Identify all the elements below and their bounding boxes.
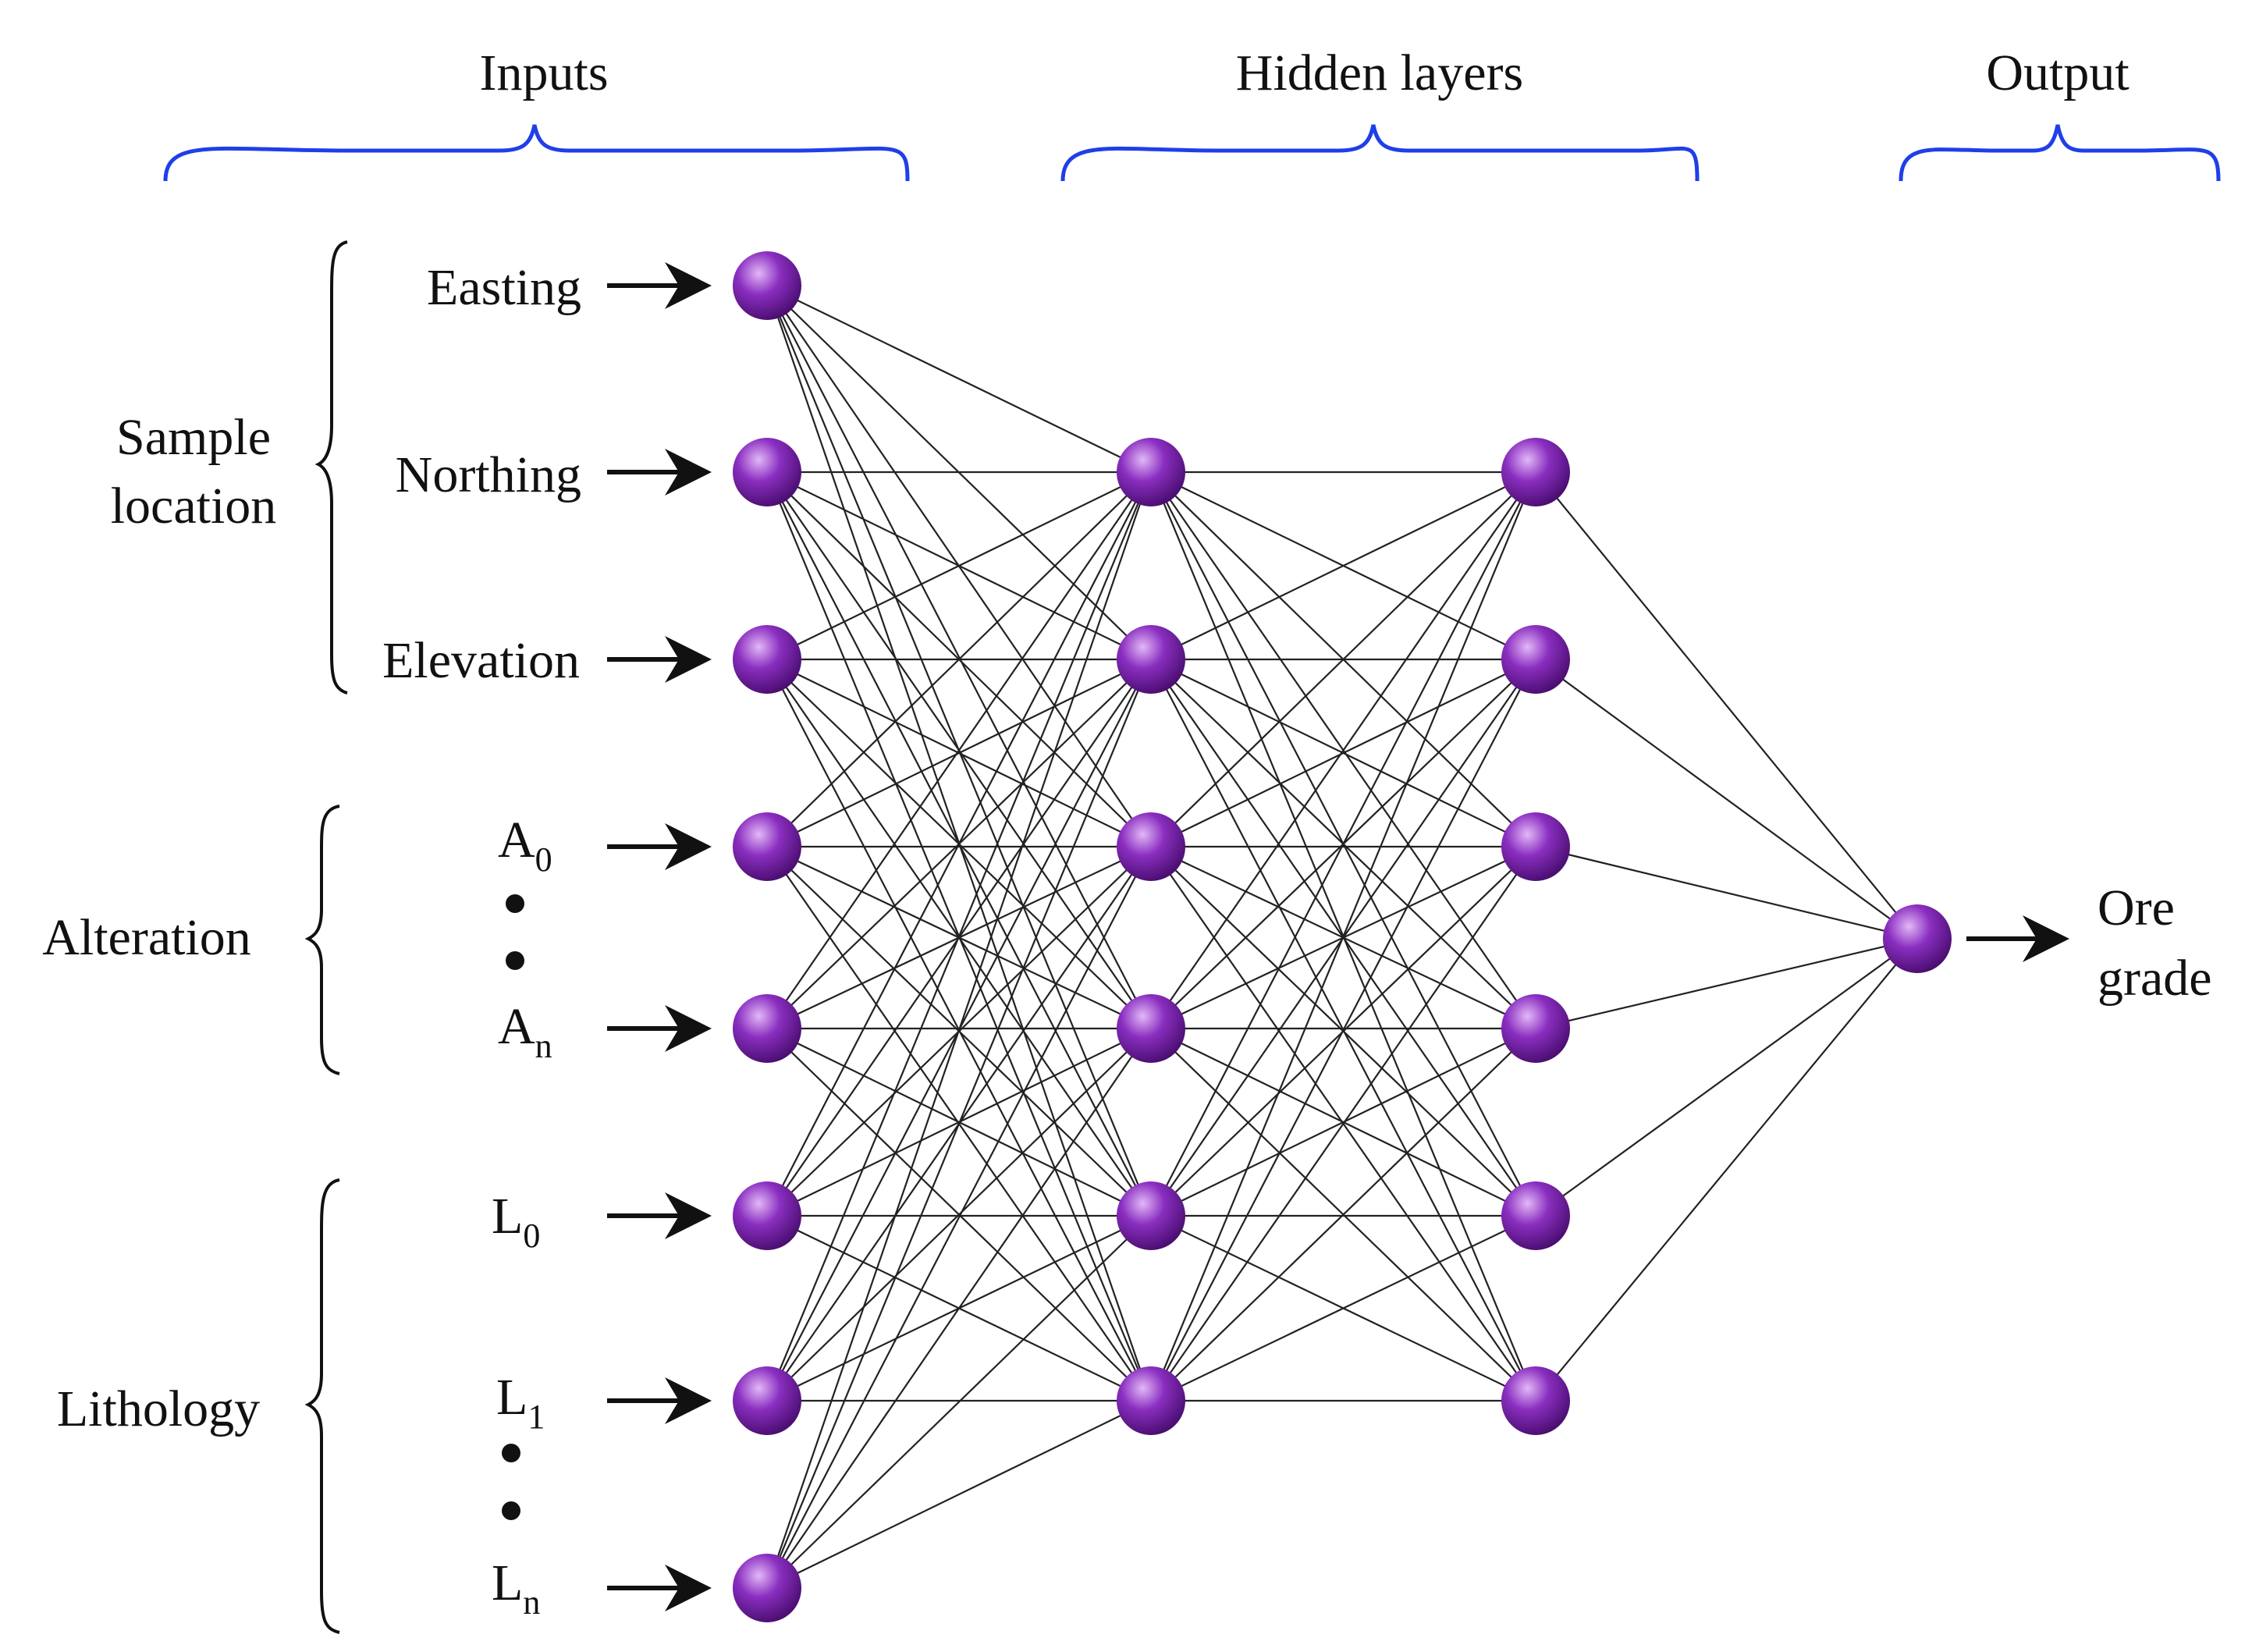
hidden2-node-2 — [1501, 812, 1570, 881]
edge-l0-n3-to-n1 — [766, 659, 1152, 847]
output-brace — [1899, 124, 2221, 182]
edge-l2-n2-to-n0 — [1535, 845, 1918, 940]
lithology-dot-1 — [502, 1444, 520, 1462]
inputs-header: Inputs — [480, 44, 609, 101]
alteration-dot-1 — [506, 894, 524, 913]
edge-l0-n7-to-n1 — [765, 659, 1153, 1589]
hidden2-node-1 — [1501, 625, 1570, 694]
sample-label-line1: Sample — [116, 409, 271, 466]
hidden1-node-3 — [1117, 994, 1185, 1063]
hidden-brace — [1060, 124, 1700, 182]
hidden1-node-2 — [1117, 812, 1185, 881]
network-nodes — [733, 251, 1952, 1622]
edge-l2-n3-to-n0 — [1535, 937, 1918, 1030]
sample-label-line2: location — [111, 478, 277, 535]
input-node-5 — [733, 1181, 801, 1250]
ellipsis-dots — [502, 894, 524, 1520]
output-node-0 — [1883, 904, 1952, 973]
group-braces — [304, 240, 348, 1634]
input-label-an: An — [498, 998, 552, 1065]
input-label-northing: Northing — [396, 446, 581, 503]
hidden1-node-1 — [1117, 625, 1185, 694]
edge-l2-n5-to-n0 — [1535, 938, 1918, 1402]
hidden1-node-5 — [1117, 1366, 1185, 1435]
edge-l2-n1-to-n0 — [1535, 659, 1918, 940]
output-label-line1: Ore — [2097, 879, 2175, 936]
input-arrows — [607, 262, 712, 1611]
input-node-7 — [733, 1554, 801, 1622]
inputs-brace — [163, 124, 910, 182]
input-node-6 — [733, 1366, 801, 1435]
hidden2-node-3 — [1501, 994, 1570, 1063]
alteration-label: Alteration — [42, 909, 251, 966]
input-node-4 — [733, 994, 801, 1063]
edge-l1-n2-to-n1 — [1150, 659, 1536, 847]
network-edges — [765, 285, 1918, 1589]
input-node-3 — [733, 812, 801, 881]
lithology-label: Lithology — [57, 1380, 260, 1437]
edge-l1-n5-to-n3 — [1150, 1028, 1536, 1402]
hidden1-node-0 — [1117, 438, 1185, 506]
edge-l0-n3-to-n0 — [766, 471, 1152, 847]
sample-location-brace — [314, 240, 348, 695]
output-label-line2: grade — [2097, 950, 2212, 1007]
edge-l0-n7-to-n3 — [766, 1028, 1152, 1589]
edge-l0-n4-to-n0 — [766, 471, 1152, 1029]
edge-l0-n7-to-n2 — [766, 846, 1152, 1589]
edge-l1-n2-to-n0 — [1150, 471, 1536, 847]
edge-l0-n0-to-n0 — [766, 285, 1152, 473]
alteration-dot-2 — [506, 951, 524, 970]
edge-l1-n3-to-n0 — [1150, 471, 1536, 1029]
input-node-2 — [733, 625, 801, 694]
edge-l1-n5-to-n2 — [1150, 846, 1536, 1402]
edge-l2-n0-to-n0 — [1535, 471, 1918, 940]
input-label-elevation: Elevation — [382, 632, 580, 689]
edge-l0-n6-to-n3 — [766, 1028, 1152, 1402]
edge-l2-n4-to-n0 — [1535, 938, 1918, 1217]
edge-l0-n7-to-n0 — [765, 471, 1153, 1589]
hidden2-node-5 — [1501, 1366, 1570, 1435]
edge-l0-n2-to-n0 — [766, 471, 1152, 660]
edge-l0-n6-to-n0 — [765, 471, 1153, 1402]
input-node-0 — [733, 251, 801, 320]
input-label-ln: Ln — [492, 1554, 540, 1622]
input-node-1 — [733, 438, 801, 506]
edge-l0-n7-to-n4 — [766, 1215, 1152, 1589]
section-braces — [163, 124, 2221, 182]
edge-l1-n5-to-n0 — [1149, 471, 1537, 1402]
input-label-l0: L0 — [492, 1188, 540, 1255]
lithology-dot-2 — [502, 1501, 520, 1520]
edge-l1-n4-to-n0 — [1150, 471, 1536, 1217]
edge-l1-n4-to-n3 — [1150, 1028, 1536, 1217]
edge-l1-n1-to-n0 — [1150, 471, 1536, 660]
hidden-layers-header: Hidden layers — [1236, 44, 1523, 101]
edge-l1-n5-to-n1 — [1150, 659, 1536, 1402]
edge-l0-n5-to-n0 — [766, 471, 1152, 1217]
hidden2-node-0 — [1501, 438, 1570, 506]
input-label-a0: A0 — [498, 812, 552, 879]
hidden1-node-4 — [1117, 1181, 1185, 1250]
input-label-easting: Easting — [427, 259, 581, 316]
hidden2-node-4 — [1501, 1181, 1570, 1250]
edge-l0-n7-to-n5 — [766, 1400, 1152, 1589]
edge-l0-n0-to-n3 — [766, 285, 1152, 1029]
lithology-brace — [304, 1178, 340, 1634]
edge-l1-n5-to-n4 — [1150, 1215, 1536, 1402]
output-header: Output — [1986, 44, 2129, 101]
alteration-brace — [304, 805, 340, 1075]
input-label-l1: L1 — [496, 1369, 545, 1436]
